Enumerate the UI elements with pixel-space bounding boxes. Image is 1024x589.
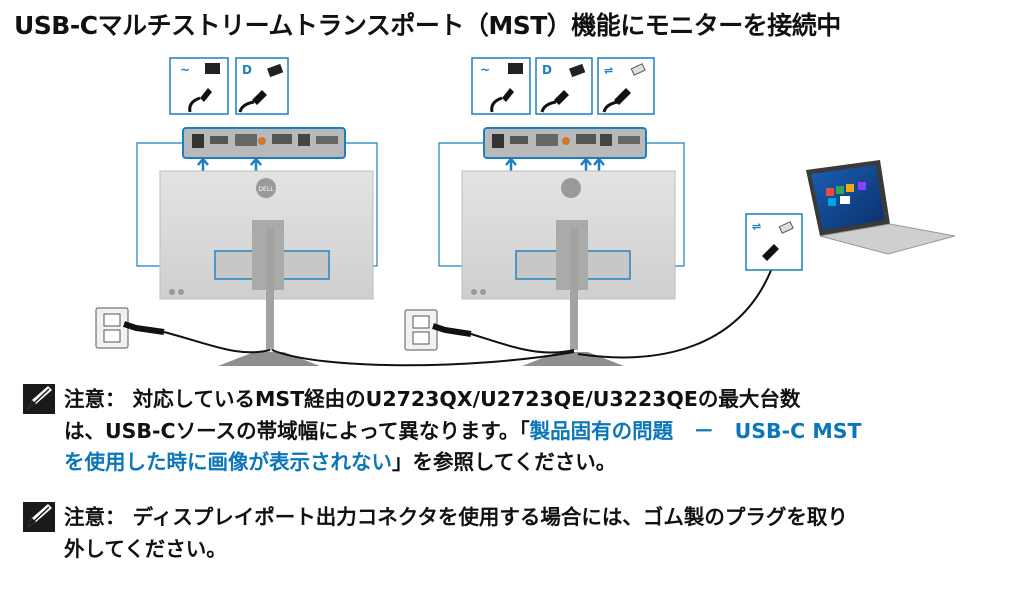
dell-logo: DELL: [258, 186, 274, 193]
left-dp-callout: D: [235, 57, 289, 115]
left-power-callout: ~: [169, 57, 229, 115]
note-1-line-2: は、USB-Cソースの帯域幅によって異なります。「: [64, 419, 530, 443]
note-1-label: 注意：: [64, 387, 126, 411]
right-usb-callout: ⇌: [597, 57, 655, 115]
note-pencil-icon: [23, 384, 55, 414]
connection-diagram: ~ D DELL: [95, 57, 956, 367]
note-1-after-link: 」を参照してください。: [392, 450, 617, 474]
svg-text:D: D: [542, 63, 552, 77]
note-1-link-part-2[interactable]: を使用した時に画像が表示されない: [64, 450, 392, 474]
power-outlet-icon: [205, 63, 220, 74]
right-port-panel: [483, 127, 647, 159]
right-monitor: ~ D ⇌: [438, 57, 685, 366]
svg-text:⇌: ⇌: [752, 220, 761, 233]
svg-text:~: ~: [180, 63, 190, 77]
right-power-callout: ~: [471, 57, 531, 115]
left-port-panel: [182, 127, 346, 159]
note-1: 注意： 対応しているMST経由のU2723QX/U2723QE/U3223QEの…: [22, 384, 862, 478]
page-title: USB-Cマルチストリームトランスポート（MST）機能にモニターを接続中: [14, 11, 841, 40]
note-2-line-2: 外してください。: [64, 537, 227, 561]
note-2: 注意： ディスプレイポート出力コネクタを使用する場合には、ゴム製のプラグを取り …: [22, 502, 848, 565]
usb-icon: ⇌: [604, 64, 613, 77]
right-dp-callout: D: [535, 57, 593, 115]
laptop: [806, 160, 956, 255]
daisy-chain-cable: [271, 349, 575, 367]
note-2-line-1: ディスプレイポート出力コネクタを使用する場合には、ゴム製のプラグを取り: [132, 505, 848, 529]
note-pencil-icon: [23, 502, 55, 532]
note-1-link-part-1[interactable]: 製品固有の問題 － USB-C MST: [529, 419, 862, 443]
svg-text:~: ~: [480, 63, 490, 77]
left-wall-outlet: [95, 307, 271, 354]
usb-c-cable: [577, 267, 773, 359]
right-wall-outlet: [404, 309, 575, 354]
laptop-usb-callout: ⇌: [745, 213, 803, 271]
note-2-label: 注意：: [64, 505, 126, 529]
left-monitor: ~ D DELL: [136, 57, 378, 366]
displayport-icon: D: [242, 63, 252, 77]
note-1-line-1: 対応しているMST経由のU2723QX/U2723QE/U3223QEの最大台数: [132, 387, 801, 411]
